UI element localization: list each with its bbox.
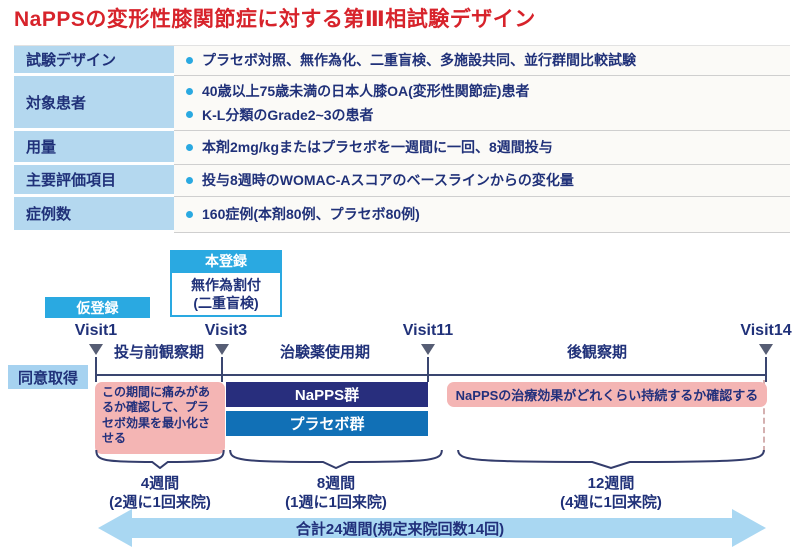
row-items: プラセボ対照、無作為化、二重盲検、多施設共同、並行群間比較試験 (174, 46, 790, 76)
timeline-tick (221, 357, 223, 382)
row-items: 投与8週時のWOMAC-Aスコアのベースラインからの変化量 (174, 165, 790, 197)
visit11-label: Visit11 (402, 322, 454, 339)
bullet-icon (186, 211, 193, 218)
page-title: NaPPSの変形性膝関節症に対する第Ⅲ相試験デザイン (14, 8, 536, 31)
bullet-item: プラセボ対照、無作為化、二重盲検、多施設共同、並行群間比較試験 (186, 52, 786, 68)
napps-arm-bar: NaPPS群 (226, 382, 428, 407)
visit3-marker-icon (215, 344, 229, 355)
table-row: 対象患者 40歳以上75歳未満の日本人膝OA(変形性関節症)患者 K-L分類のG… (14, 76, 790, 131)
bullet-text: プラセボ対照、無作為化、二重盲検、多施設共同、並行群間比較試験 (202, 52, 636, 69)
visit11-marker-icon (421, 344, 435, 355)
brace-period2-icon (228, 449, 444, 469)
timeline-tick (95, 357, 97, 382)
row-label-design: 試験デザイン (14, 46, 174, 76)
row-label-cases: 症例数 (14, 197, 174, 233)
bullet-text: 40歳以上75歳未満の日本人膝OA(変形性関節症)患者 (202, 83, 530, 100)
phase-treatment-label: 治験薬使用期 (279, 344, 371, 361)
timeline-tick (765, 357, 767, 382)
consent-box: 同意取得 (8, 365, 88, 389)
bullet-item: K-L分類のGrade2~3の患者 (186, 107, 786, 123)
table-row: 主要評価項目 投与8週時のWOMAC-Aスコアのベースラインからの変化量 (14, 165, 790, 197)
row-items: 160症例(本剤80例、プラセボ80例) (174, 197, 790, 233)
bullet-text: 本剤2mg/kgまたはプラセボを一週間に一回、8週間投与 (202, 139, 553, 156)
arrow-body: 合計24週間(規定来院回数14回) (132, 518, 732, 538)
visit14-marker-icon (759, 344, 773, 355)
bullet-item: 投与8週時のWOMAC-Aスコアのベースラインからの変化量 (186, 172, 786, 188)
row-items: 本剤2mg/kgまたはプラセボを一週間に一回、8週間投与 (174, 131, 790, 165)
total-duration-label: 合計24週間(規定来院回数14回) (295, 520, 505, 538)
placebo-arm-bar: プラセボ群 (226, 411, 428, 436)
trial-spec-table: 試験デザイン プラセボ対照、無作為化、二重盲検、多施設共同、並行群間比較試験 対… (14, 45, 790, 233)
total-duration-arrow: 合計24週間(規定来院回数14回) (98, 509, 766, 547)
table-row: 試験デザイン プラセボ対照、無作為化、二重盲検、多施設共同、並行群間比較試験 (14, 46, 790, 76)
bullet-text: K-L分類のGrade2~3の患者 (202, 106, 374, 123)
visit3-label: Visit3 (204, 322, 248, 339)
dashed-guide-line (763, 380, 765, 452)
arrow-left-icon (98, 509, 132, 547)
registration-box: 本登録 (170, 250, 282, 271)
bullet-icon (186, 87, 193, 95)
bullet-item: 40歳以上75歳未満の日本人膝OA(変形性関節症)患者 (186, 83, 786, 99)
bullet-icon (186, 177, 193, 184)
note-placebo-effect: この期間に痛みがあるか確認して、プラセボ効果を最小化させる (95, 382, 225, 454)
timeline-axis (96, 374, 766, 376)
bullet-icon (186, 57, 193, 64)
brace-period3-icon (455, 449, 767, 469)
row-items: 40歳以上75歳未満の日本人膝OA(変形性関節症)患者 K-L分類のGrade2… (174, 76, 790, 131)
row-label-endpoint: 主要評価項目 (14, 165, 174, 197)
bullet-text: 160症例(本剤80例、プラセボ80例) (202, 206, 420, 223)
phase-post-observation-label: 後観察期 (566, 344, 628, 361)
table-row: 症例数 160症例(本剤80例、プラセボ80例) (14, 197, 790, 233)
visit14-label: Visit14 (740, 322, 792, 339)
bullet-item: 本剤2mg/kgまたはプラセボを一週間に一回、8週間投与 (186, 139, 786, 155)
bullet-icon (186, 111, 193, 119)
bullet-item: 160症例(本剤80例、プラセボ80例) (186, 206, 786, 222)
period1-label: 4週間 (2週に1回来院) (109, 475, 211, 511)
note-duration-effect: NaPPSの治療効果がどれくらい持続するか確認する (447, 382, 767, 407)
timeline-tick (427, 357, 429, 382)
row-label-dose: 用量 (14, 131, 174, 165)
bullet-icon (186, 144, 193, 151)
table-row: 用量 本剤2mg/kgまたはプラセボを一週間に一回、8週間投与 (14, 131, 790, 165)
brace-period1-icon (95, 449, 225, 469)
visit1-marker-icon (89, 344, 103, 355)
period2-label: 8週間 (1週に1回来院) (285, 475, 387, 511)
row-label-patients: 対象患者 (14, 76, 174, 131)
pre-registration-box: 仮登録 (45, 297, 150, 318)
bullet-text: 投与8週時のWOMAC-Aスコアのベースラインからの変化量 (202, 172, 574, 189)
period3-label: 12週間 (4週に1回来院) (560, 475, 662, 511)
arrow-right-icon (732, 509, 766, 547)
phase-pre-observation-label: 投与前観察期 (113, 344, 205, 361)
visit1-label: Visit1 (74, 322, 118, 339)
randomization-box: 無作為割付 (二重盲検) (170, 271, 282, 317)
